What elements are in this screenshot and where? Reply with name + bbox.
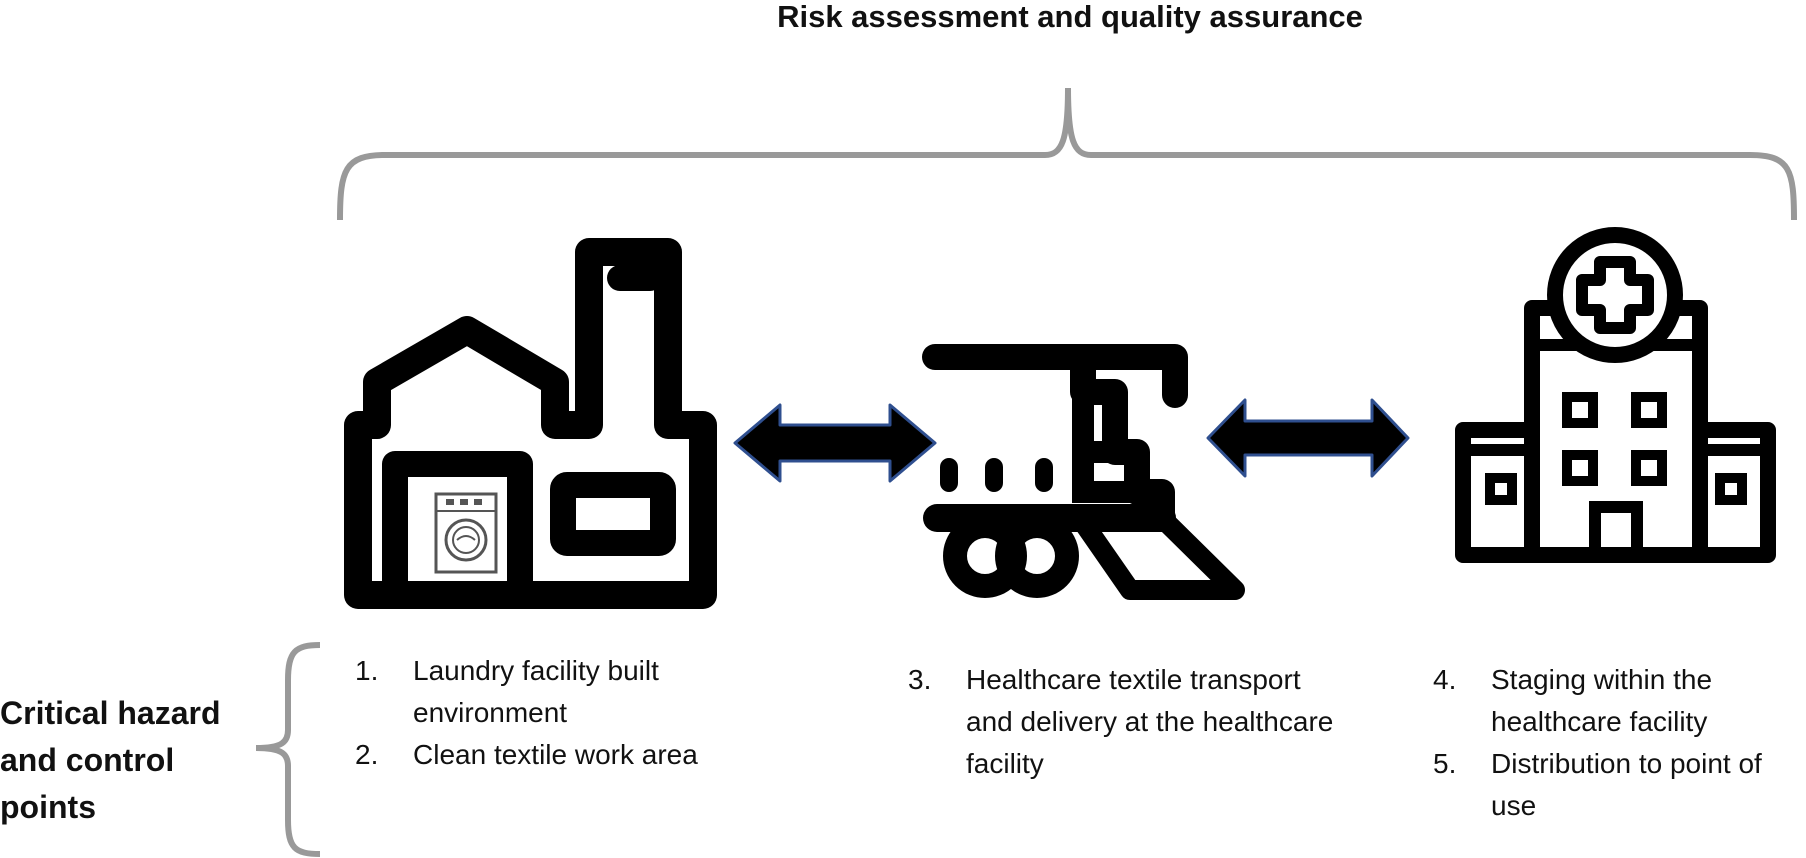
list-item: 5. Distribution to point of use bbox=[1433, 743, 1806, 827]
item-number: 4. bbox=[1433, 664, 1457, 695]
diagram-title: Risk assessment and quality assurance bbox=[777, 0, 1363, 34]
stage-1-list: 1. Laundry facility built environment 2.… bbox=[355, 650, 755, 776]
stage-2-list: 3. Healthcare textile transport and deli… bbox=[908, 659, 1348, 785]
stage-3-list: 4. Staging within the healthcare facilit… bbox=[1433, 659, 1806, 827]
item-number: 1. bbox=[355, 655, 379, 686]
double-arrow-2 bbox=[1206, 398, 1410, 478]
left-brace bbox=[255, 642, 321, 857]
item-text: Clean textile work area bbox=[413, 739, 698, 770]
item-text: Staging within the healthcare facility bbox=[1491, 664, 1713, 737]
double-arrow-1 bbox=[733, 403, 937, 483]
list-item: 3. Healthcare textile transport and deli… bbox=[908, 659, 1348, 785]
item-number: 2. bbox=[355, 739, 379, 770]
item-number: 3. bbox=[908, 664, 932, 695]
side-label: Critical hazard and control points bbox=[0, 695, 221, 825]
list-item: 2. Clean textile work area bbox=[355, 734, 755, 776]
item-text: Laundry facility built environment bbox=[413, 655, 659, 728]
list-item: 4. Staging within the healthcare facilit… bbox=[1433, 659, 1806, 743]
laundry-factory-icon bbox=[344, 238, 717, 609]
item-number: 5. bbox=[1433, 748, 1457, 779]
washing-machine-icon bbox=[434, 492, 498, 574]
hospital-icon bbox=[1455, 227, 1776, 563]
item-text: Distribution to point of use bbox=[1491, 748, 1762, 821]
delivery-cart-icon bbox=[922, 344, 1245, 600]
item-text: Healthcare textile transport and deliver… bbox=[966, 664, 1334, 779]
list-item: 1. Laundry facility built environment bbox=[355, 650, 755, 734]
top-brace bbox=[337, 87, 1797, 221]
